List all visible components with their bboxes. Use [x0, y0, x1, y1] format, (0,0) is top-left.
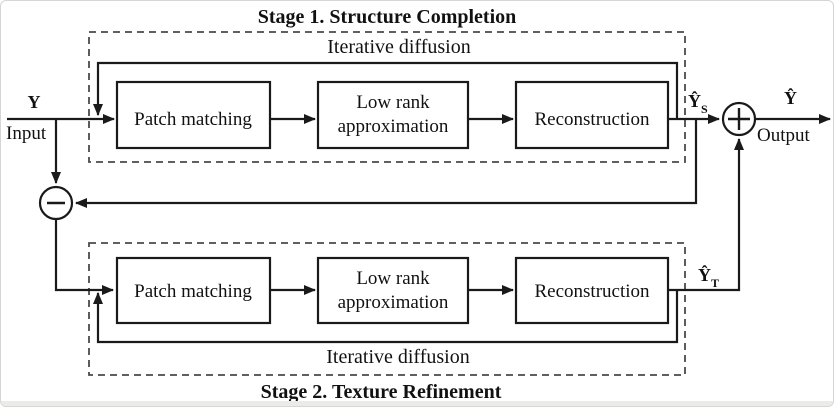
stage1-patch-matching-label: Patch matching — [134, 109, 252, 130]
output-label: Output — [757, 125, 811, 146]
stage1-dashed-box — [88, 31, 686, 163]
stage1-output-symbol: ŶS — [688, 90, 708, 116]
arrow-difference-node-to-stage2-patch — [54, 219, 114, 295]
sum-node — [721, 101, 757, 137]
stage1-reconstruction-box — [514, 80, 670, 150]
stage2-title: Stage 2. Texture Refinement — [261, 381, 502, 403]
stage2-loop-label: Iterative diffusion — [326, 346, 469, 368]
stage2-patch-matching-box — [115, 256, 272, 325]
arrow-stage2-iterative-feedback — [93, 290, 679, 344]
plus-icon — [728, 108, 750, 130]
arrow-stage2-output-to-sum-node — [668, 138, 744, 292]
stage2-output-symbol: ŶT — [698, 264, 719, 290]
output-symbol: Ŷ — [784, 87, 797, 108]
arrow-stage1-output-to-difference-node — [75, 119, 698, 208]
input-label: Input — [6, 123, 47, 144]
arrow-stage1-iterative-feedback — [93, 61, 679, 119]
stage2-low-rank-box — [316, 256, 470, 325]
input-symbol: Y — [28, 92, 41, 112]
stage2-patch-matching-label: Patch matching — [134, 281, 252, 302]
stage1-reconstruction-label: Reconstruction — [534, 109, 650, 130]
stage2-reconstruction-label: Reconstruction — [534, 281, 650, 302]
difference-node — [38, 185, 74, 221]
stage2-dashed-box — [88, 242, 686, 376]
stage2-reconstruction-box — [514, 256, 670, 325]
stage1-patch-matching-box — [115, 80, 272, 150]
stage1-low-rank-box — [316, 80, 470, 150]
stage1-title: Stage 1. Structure Completion — [258, 6, 517, 28]
stage1-loop-label: Iterative diffusion — [327, 36, 470, 58]
